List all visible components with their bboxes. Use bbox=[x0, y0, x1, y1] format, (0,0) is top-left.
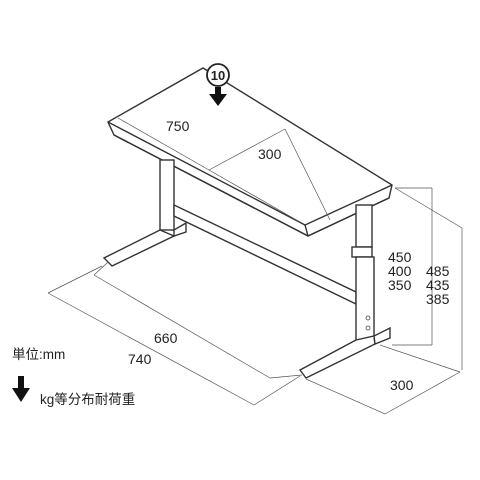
top-depth-label: 300 bbox=[258, 146, 282, 162]
top-width-label: 750 bbox=[166, 118, 190, 134]
right-leg bbox=[298, 204, 391, 379]
table-top bbox=[107, 67, 393, 237]
load-note-label: kg等分布耐荷重 bbox=[40, 392, 136, 407]
load-marker: 10 bbox=[206, 63, 230, 106]
legend-arrow-icon bbox=[12, 376, 30, 402]
total-height-label-3: 385 bbox=[426, 291, 450, 307]
total-height-label-2: 435 bbox=[426, 277, 450, 293]
inner-width-label: 660 bbox=[154, 330, 178, 346]
outer-width-label: 740 bbox=[128, 351, 152, 367]
top-height-label-1: 450 bbox=[388, 249, 412, 265]
top-dimension-lines bbox=[117, 117, 331, 223]
top-height-label-3: 350 bbox=[388, 277, 412, 293]
load-arrow-icon bbox=[209, 94, 227, 106]
bottom-dimension-lines bbox=[47, 261, 461, 415]
total-height-label-1: 485 bbox=[426, 263, 450, 279]
top-height-label-2: 400 bbox=[388, 263, 412, 279]
unit-label: 単位:mm bbox=[12, 347, 66, 362]
left-leg bbox=[102, 159, 187, 267]
load-value-label: 10 bbox=[211, 68, 225, 83]
height-dimension-lines bbox=[392, 187, 463, 370]
base-depth-label: 300 bbox=[390, 377, 414, 393]
